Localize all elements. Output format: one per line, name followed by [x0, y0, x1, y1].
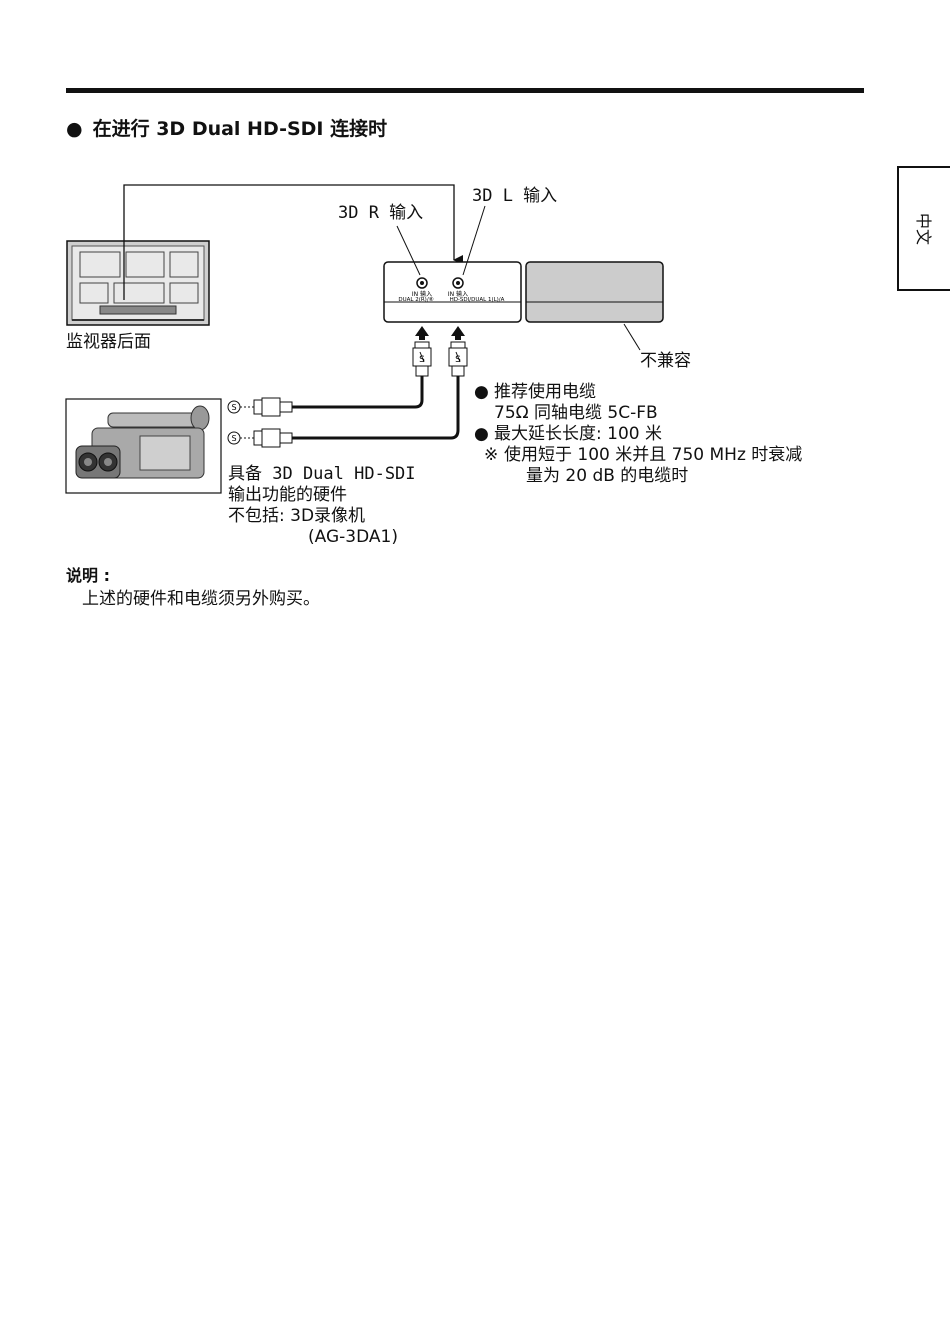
spec-bullet: ●: [474, 382, 494, 403]
spec-text: 最大延长长度: 100 米: [494, 424, 662, 444]
cable-specs: ●推荐使用电缆 75Ω 同轴电缆 5C-FB ●最大延长长度: 100 米 ※使…: [474, 382, 802, 487]
note-title: 说明 :: [66, 562, 110, 586]
terminal-board: IN 输入 IN 输入 DUAL 2(R)/⑧ HD-SDI/DUAL 1(L)…: [384, 262, 521, 322]
hardware-caption-line: 具备 3D Dual HD-SDI: [228, 464, 416, 485]
input-l-label: 3D L 输入: [472, 186, 557, 207]
spec-line: 量为 20 dB 的电缆时: [474, 466, 802, 487]
monitor-back-label: 监视器后面: [66, 332, 151, 353]
port-r-caption: DUAL 2(R)/⑧: [398, 297, 433, 303]
cable-r: [292, 376, 422, 407]
camera-illustration: [66, 399, 221, 493]
spec-text: 量为 20 dB 的电缆时: [526, 466, 688, 486]
incompatible-label: 不兼容: [640, 351, 691, 372]
spec-line: ●推荐使用电缆: [474, 382, 802, 403]
spec-text: 75Ω 同轴电缆 5C-FB: [494, 403, 658, 423]
camera-connector-mark-r: S: [231, 403, 236, 412]
spec-line: 75Ω 同轴电缆 5C-FB: [474, 403, 802, 424]
incompatible-panel: [526, 262, 663, 322]
monitor-rear-illustration: [67, 241, 209, 325]
hardware-caption-line: 不包括: 3D录像机: [228, 506, 416, 527]
spec-line: ※使用短于 100 米并且 750 MHz 时衰减: [474, 445, 802, 466]
spec-text: 推荐使用电缆: [494, 382, 596, 402]
incompatible-pointer: [624, 324, 640, 350]
spec-bullet: ※: [474, 445, 504, 466]
port-l-caption: HD-SDI/DUAL 1(L)/A: [450, 297, 505, 303]
arrow-up-l-icon: [451, 326, 465, 340]
note-body: 上述的硬件和电缆须另外购买。: [82, 584, 320, 609]
spec-text: 使用短于 100 米并且 750 MHz 时衰减: [504, 445, 802, 465]
input-r-label: 3D R 输入: [338, 203, 423, 224]
connector-mark-l: S: [455, 355, 461, 365]
bnc-plug-camera-l-icon: [228, 429, 292, 447]
bnc-plug-camera-r-icon: [228, 398, 292, 416]
hardware-caption-line: (AG-3DA1): [228, 527, 416, 548]
spec-line: ●最大延长长度: 100 米: [474, 424, 802, 445]
spec-bullet: ●: [474, 424, 494, 445]
camera-connector-mark-l: S: [231, 434, 236, 443]
hardware-caption: 具备 3D Dual HD-SDI 输出功能的硬件 不包括: 3D录像机 (AG…: [228, 464, 416, 548]
hardware-caption-line: 输出功能的硬件: [228, 485, 416, 506]
arrow-up-r-icon: [415, 326, 429, 340]
connector-mark-r: S: [419, 355, 425, 365]
